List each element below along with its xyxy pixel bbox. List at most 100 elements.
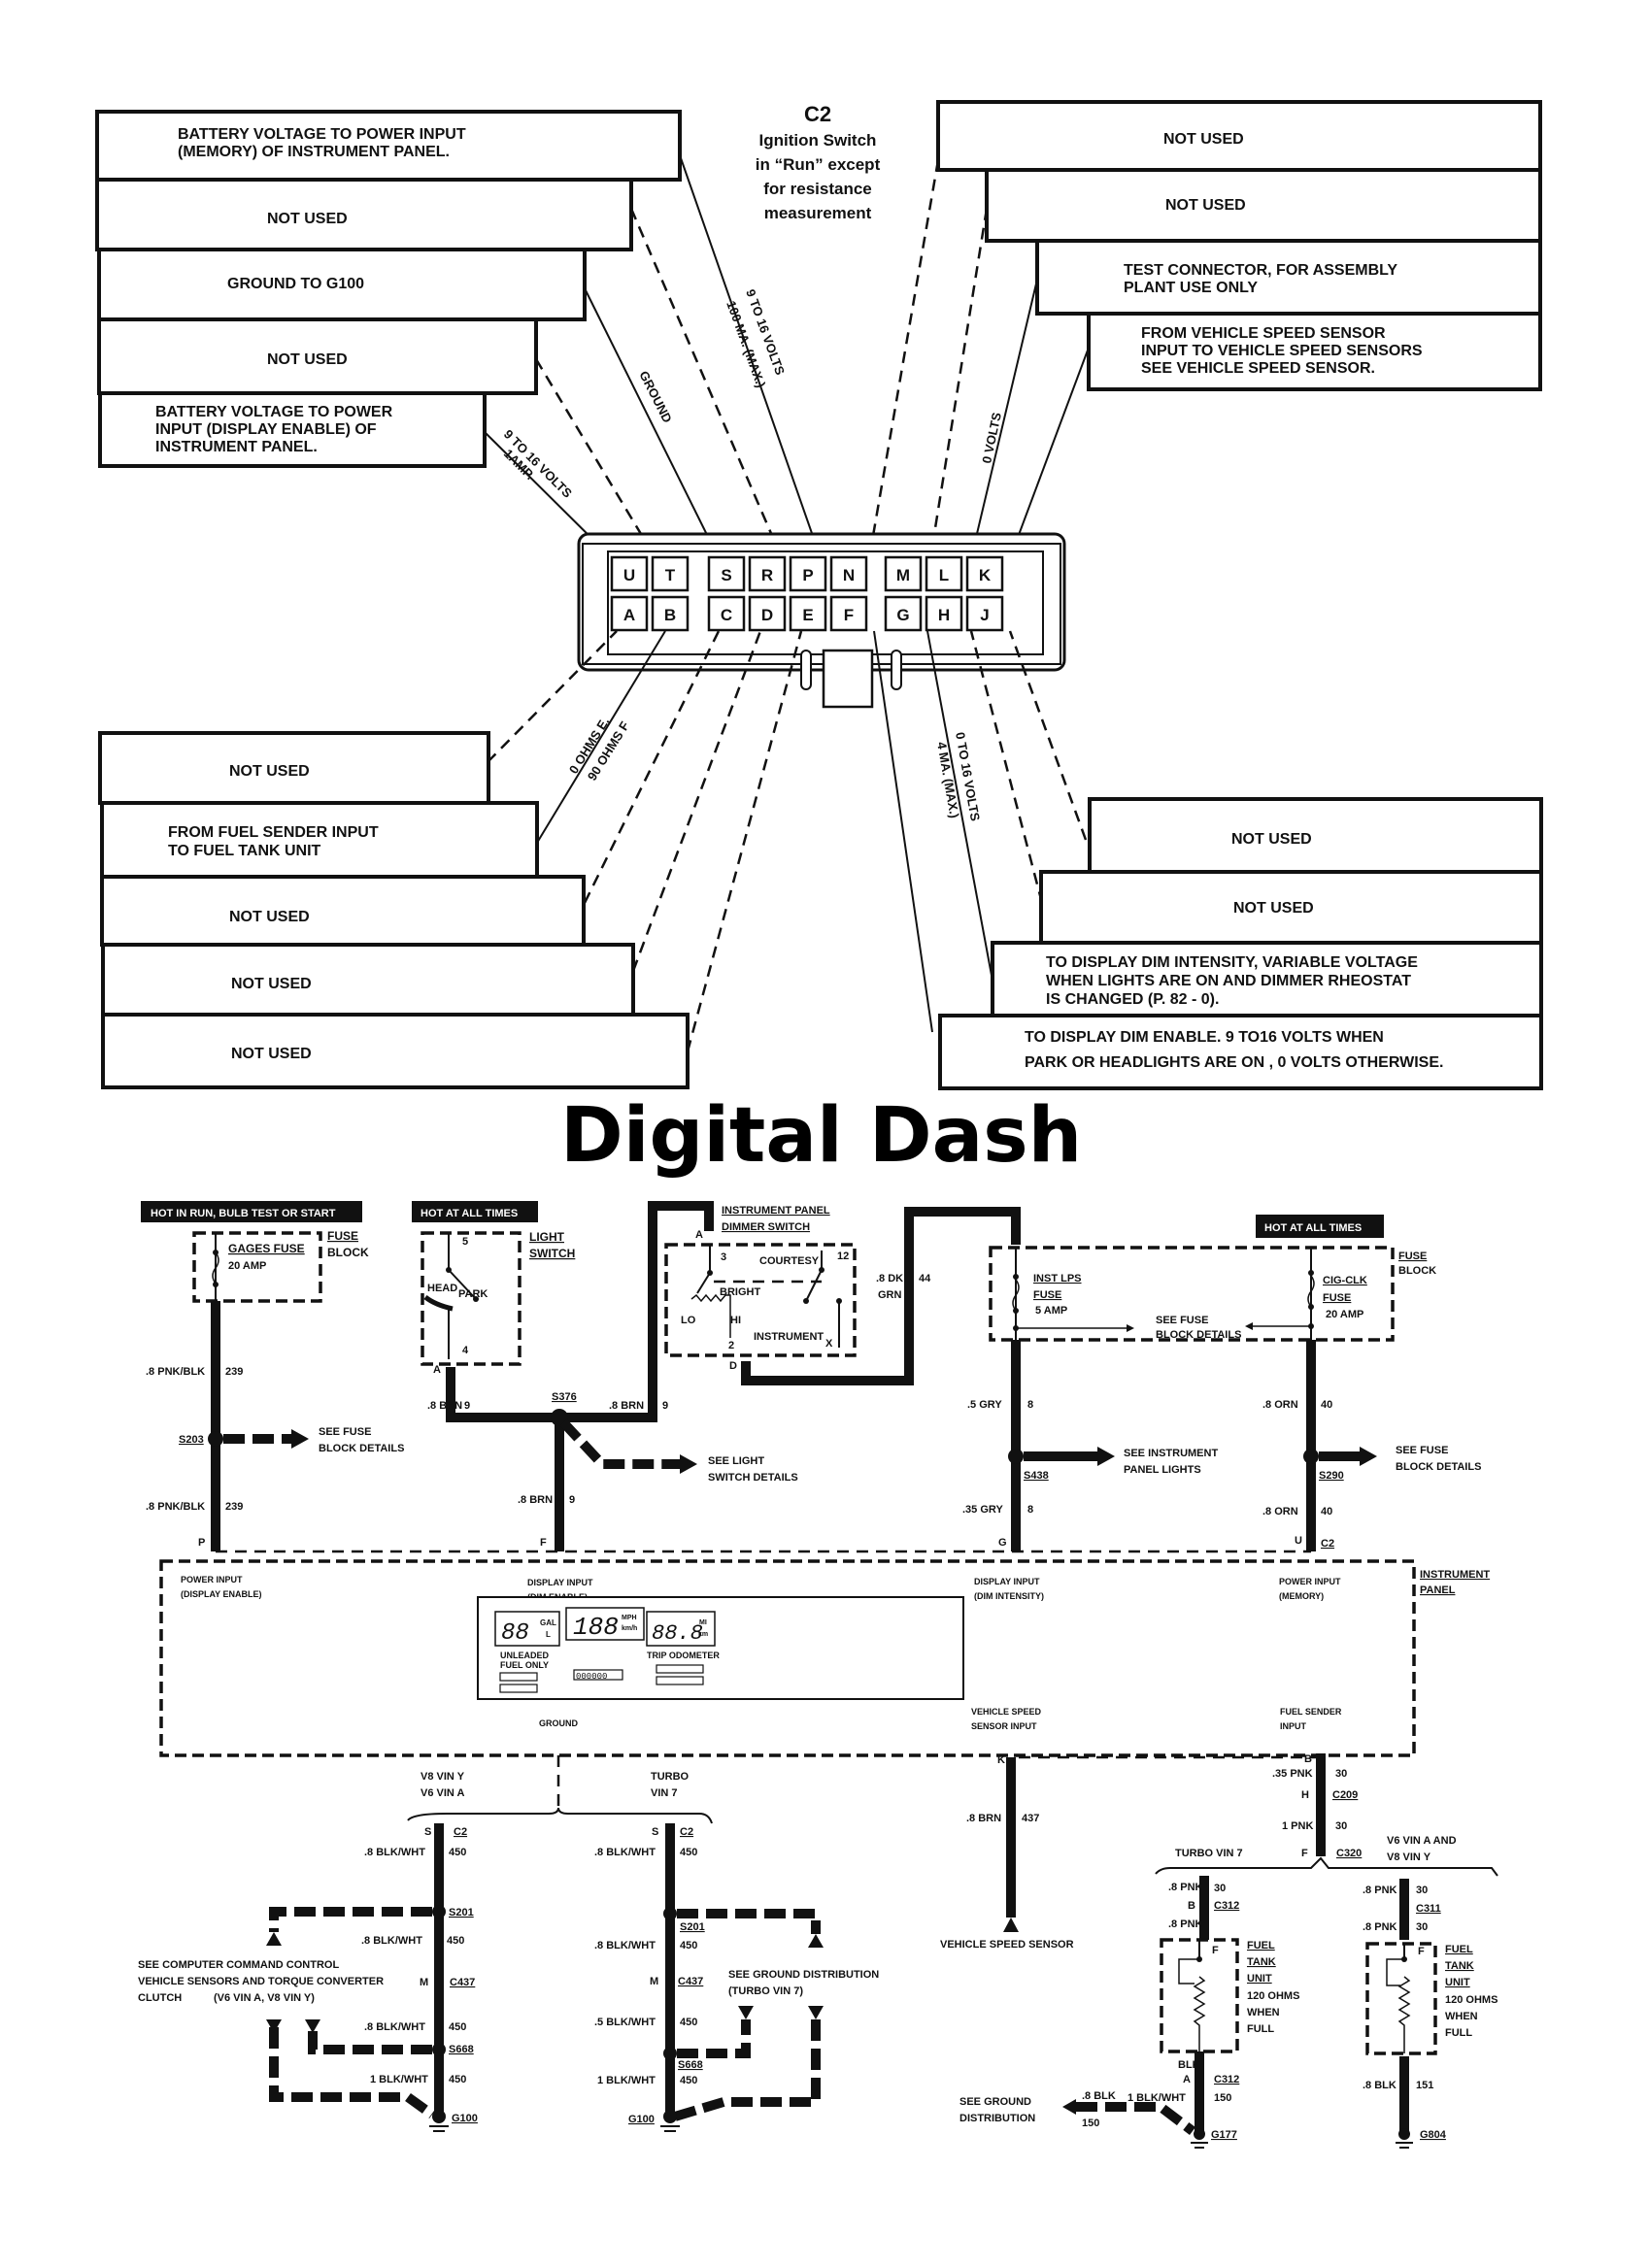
pin-letter: E [802,606,813,624]
wire-gauge: .8 PNK [1168,1918,1203,1930]
wire-circuit: 450 [449,1847,466,1858]
pin-b: B [1188,1900,1195,1912]
connector-pin-c: C [707,595,746,632]
vin-label: TURBO [651,1771,690,1783]
light-switch-label: SWITCH [529,1247,575,1260]
pin-n-box [936,100,1542,172]
splice-s668: S668 [449,2044,474,2055]
c2-label: C2 [1321,1538,1334,1550]
pin-r-text: NOT USED [267,211,348,227]
ground-g100: G100 [452,2113,478,2124]
wire-gauge: BLK [1178,2059,1200,2071]
pin-u-text: BATTERY VOLTAGE TO POWER INPUT(MEMORY) O… [178,126,466,160]
pin-letter: N [843,566,855,584]
speed-units: km/h [622,1625,637,1632]
see-light-text: SEE LIGHT [708,1455,764,1467]
v6v8-label: V6 VIN A AND [1387,1835,1457,1847]
wire-gauge: 1 BLK/WHT [597,2075,656,2086]
note-text: SEE COMPUTER COMMAND CONTROL [138,1959,339,1971]
see-fuse-text: BLOCK DETAILS [1396,1461,1481,1473]
pin-g-box [991,941,1543,1017]
fuel-unit-label: TANK [1247,1956,1276,1968]
see-light-text: SWITCH DETAILS [708,1472,798,1484]
pin-h: H [1301,1789,1309,1801]
pin-a-text: NOT USED [229,763,310,780]
splice-s376: S376 [552,1391,577,1403]
vehicle-speed-sensor-circuit: K .8 BRN 437 VEHICLE SPEED SENSOR [940,1754,1074,1951]
wire-circuit: 239 [225,1366,243,1378]
fuel-unit-label: UNIT [1247,1973,1272,1984]
wire-circuit: 437 [1022,1813,1039,1824]
pin-s-box [97,248,587,321]
panel-input-label: (DISPLAY ENABLE) [181,1589,262,1599]
note-text: VEHICLE SENSORS AND TORQUE CONVERTER [138,1976,384,1987]
c2-label: C2 [680,1826,693,1838]
pin-k: K [997,1754,1005,1766]
wire-gauge: .8 BRN [427,1400,462,1412]
fuse-block-label: BLOCK [327,1246,369,1259]
connector-pin-j: J [965,595,1004,632]
right-top-boxes: NOT USED NOT USED TEST CONNECTOR, FOR AS… [936,100,1542,391]
vin-label: V6 VIN A [421,1787,464,1799]
pin-letter: R [761,566,773,584]
connector-caption: C2 Ignition Switch in “Run” except for r… [756,102,881,222]
wire-gauge: .8 BRN [609,1400,644,1412]
wire-gauge: GRN [878,1289,902,1301]
wire-circuit: 9 [464,1400,470,1412]
wire-k [1009,347,1090,559]
connector-pin-s: S [707,555,746,592]
c311-label: C311 [1416,1903,1441,1915]
wire-t [534,358,657,559]
hot-run-tag [141,1201,362,1222]
pin-letter: T [665,566,676,584]
x-label: X [825,1338,833,1350]
panel-input-label: INPUT [1280,1721,1307,1731]
wire-f [873,630,933,1033]
wire-circuit: 450 [680,2075,697,2086]
pin-letter: F [844,606,854,624]
wire-gauge: .8 BLK [1082,2090,1116,2102]
dash-display: 88 GAL L UNLEADED FUEL ONLY 188 MPH km/h… [477,1596,964,1700]
pin-j-text: NOT USED [1231,831,1312,848]
ground-left: V8 VIN Y V6 VIN A S C2 .8 BLK/WHT 450 S2… [138,1771,478,2132]
pin-letter: P [802,566,813,584]
fuse-block-label: FUSE [1398,1251,1427,1262]
connector-pin-p: P [789,555,827,592]
trip-units: MI [699,1619,707,1626]
gages-fuse-rating: 20 AMP [228,1260,266,1272]
wire-circuit: 30 [1335,1820,1347,1832]
pin-letter: G [896,606,909,624]
pin-f: F [1301,1848,1308,1859]
wire-gauge: .5 BLK/WHT [594,2017,656,2028]
wire-gauge: 1 BLK/WHT [370,2074,428,2085]
fuel-tank-unit-v6v8 [1365,1942,1437,2055]
panel-input-label: POWER INPUT [1279,1577,1341,1586]
pin-f-box [938,1014,1543,1090]
fuel-unit-label: WHEN [1247,2007,1280,2018]
panel-input-label: VEHICLE SPEED [971,1707,1042,1717]
wire-circuit: 44 [919,1273,931,1284]
pin-f: F [1418,1946,1425,1957]
pin-b: B [1304,1753,1312,1765]
wire-circuit: 8 [1027,1399,1033,1411]
connector-pin-r: R [748,555,787,592]
pin-e-box [101,1013,690,1089]
wire-g [926,630,993,982]
wire-l [970,279,1038,559]
cig-clk-fuse-rating: 20 AMP [1326,1309,1363,1320]
note-text: (V6 VIN A, V8 VIN Y) [214,1992,315,2004]
pin-letter: A [623,606,635,624]
wire-e [686,630,803,1052]
wire-m [928,208,989,559]
wire-gauge: .8 ORN [1262,1506,1298,1518]
wire-gauge: .35 PNK [1272,1768,1313,1780]
fuel-unit-label: FUEL [1445,1944,1473,1955]
trip-note: TRIP ODOMETER [647,1651,720,1660]
wire-d [631,630,762,972]
instrument-panel-label: PANEL [1420,1584,1456,1596]
connector-pin-g: G [884,595,923,632]
